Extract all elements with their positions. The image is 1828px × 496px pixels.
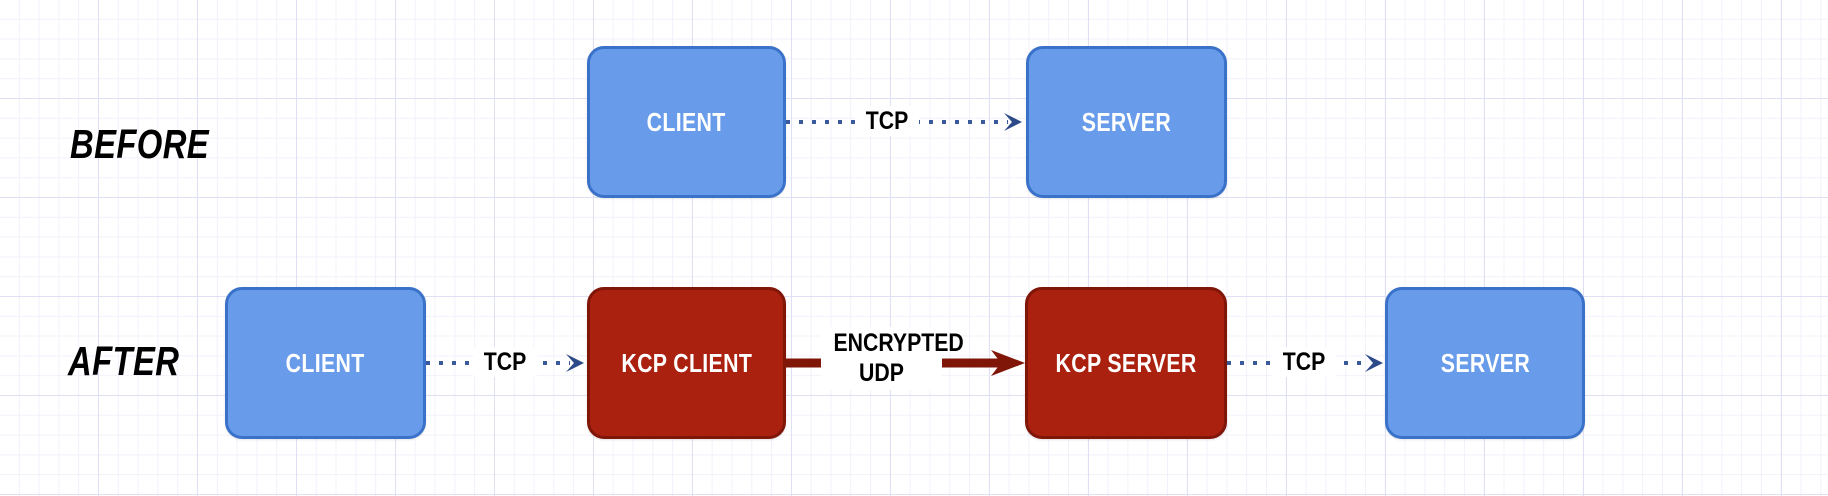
row-label-after: AFTER xyxy=(68,338,180,384)
node-before-client[interactable]: CLIENT xyxy=(587,46,786,198)
edge-after-kcpserver-server xyxy=(1227,353,1387,373)
edge-label-before-tcp: TCP xyxy=(855,106,919,137)
node-before-server[interactable]: SERVER xyxy=(1026,46,1227,198)
node-label: CLIENT xyxy=(286,347,365,378)
edge-label-line-2: UDP xyxy=(859,358,904,387)
edge-label-text: TCP xyxy=(865,107,909,135)
node-after-client[interactable]: CLIENT xyxy=(225,287,426,439)
edge-after-client-kcpclient xyxy=(426,353,588,373)
node-label: KCP SERVER xyxy=(1055,347,1197,378)
edge-label-after-tcp-left: TCP xyxy=(473,347,537,378)
edge-label-text: TCP xyxy=(1282,348,1326,376)
node-label: CLIENT xyxy=(647,106,726,137)
edge-label-after-encrypted-udp: ENCRYPTED UDP xyxy=(821,327,964,390)
node-after-server[interactable]: SERVER xyxy=(1385,287,1585,439)
node-label: SERVER xyxy=(1440,347,1530,378)
node-after-kcp-client[interactable]: KCP CLIENT xyxy=(587,287,786,439)
edge-before-client-server xyxy=(786,112,1026,132)
row-label-before: BEFORE xyxy=(70,121,210,167)
node-after-kcp-server[interactable]: KCP SERVER xyxy=(1025,287,1227,439)
node-label: KCP CLIENT xyxy=(621,347,752,378)
edge-label-line-1: ENCRYPTED xyxy=(833,329,964,357)
edge-label-after-tcp-right: TCP xyxy=(1272,347,1336,378)
node-label: SERVER xyxy=(1081,106,1172,137)
edge-label-text: TCP xyxy=(483,348,527,376)
